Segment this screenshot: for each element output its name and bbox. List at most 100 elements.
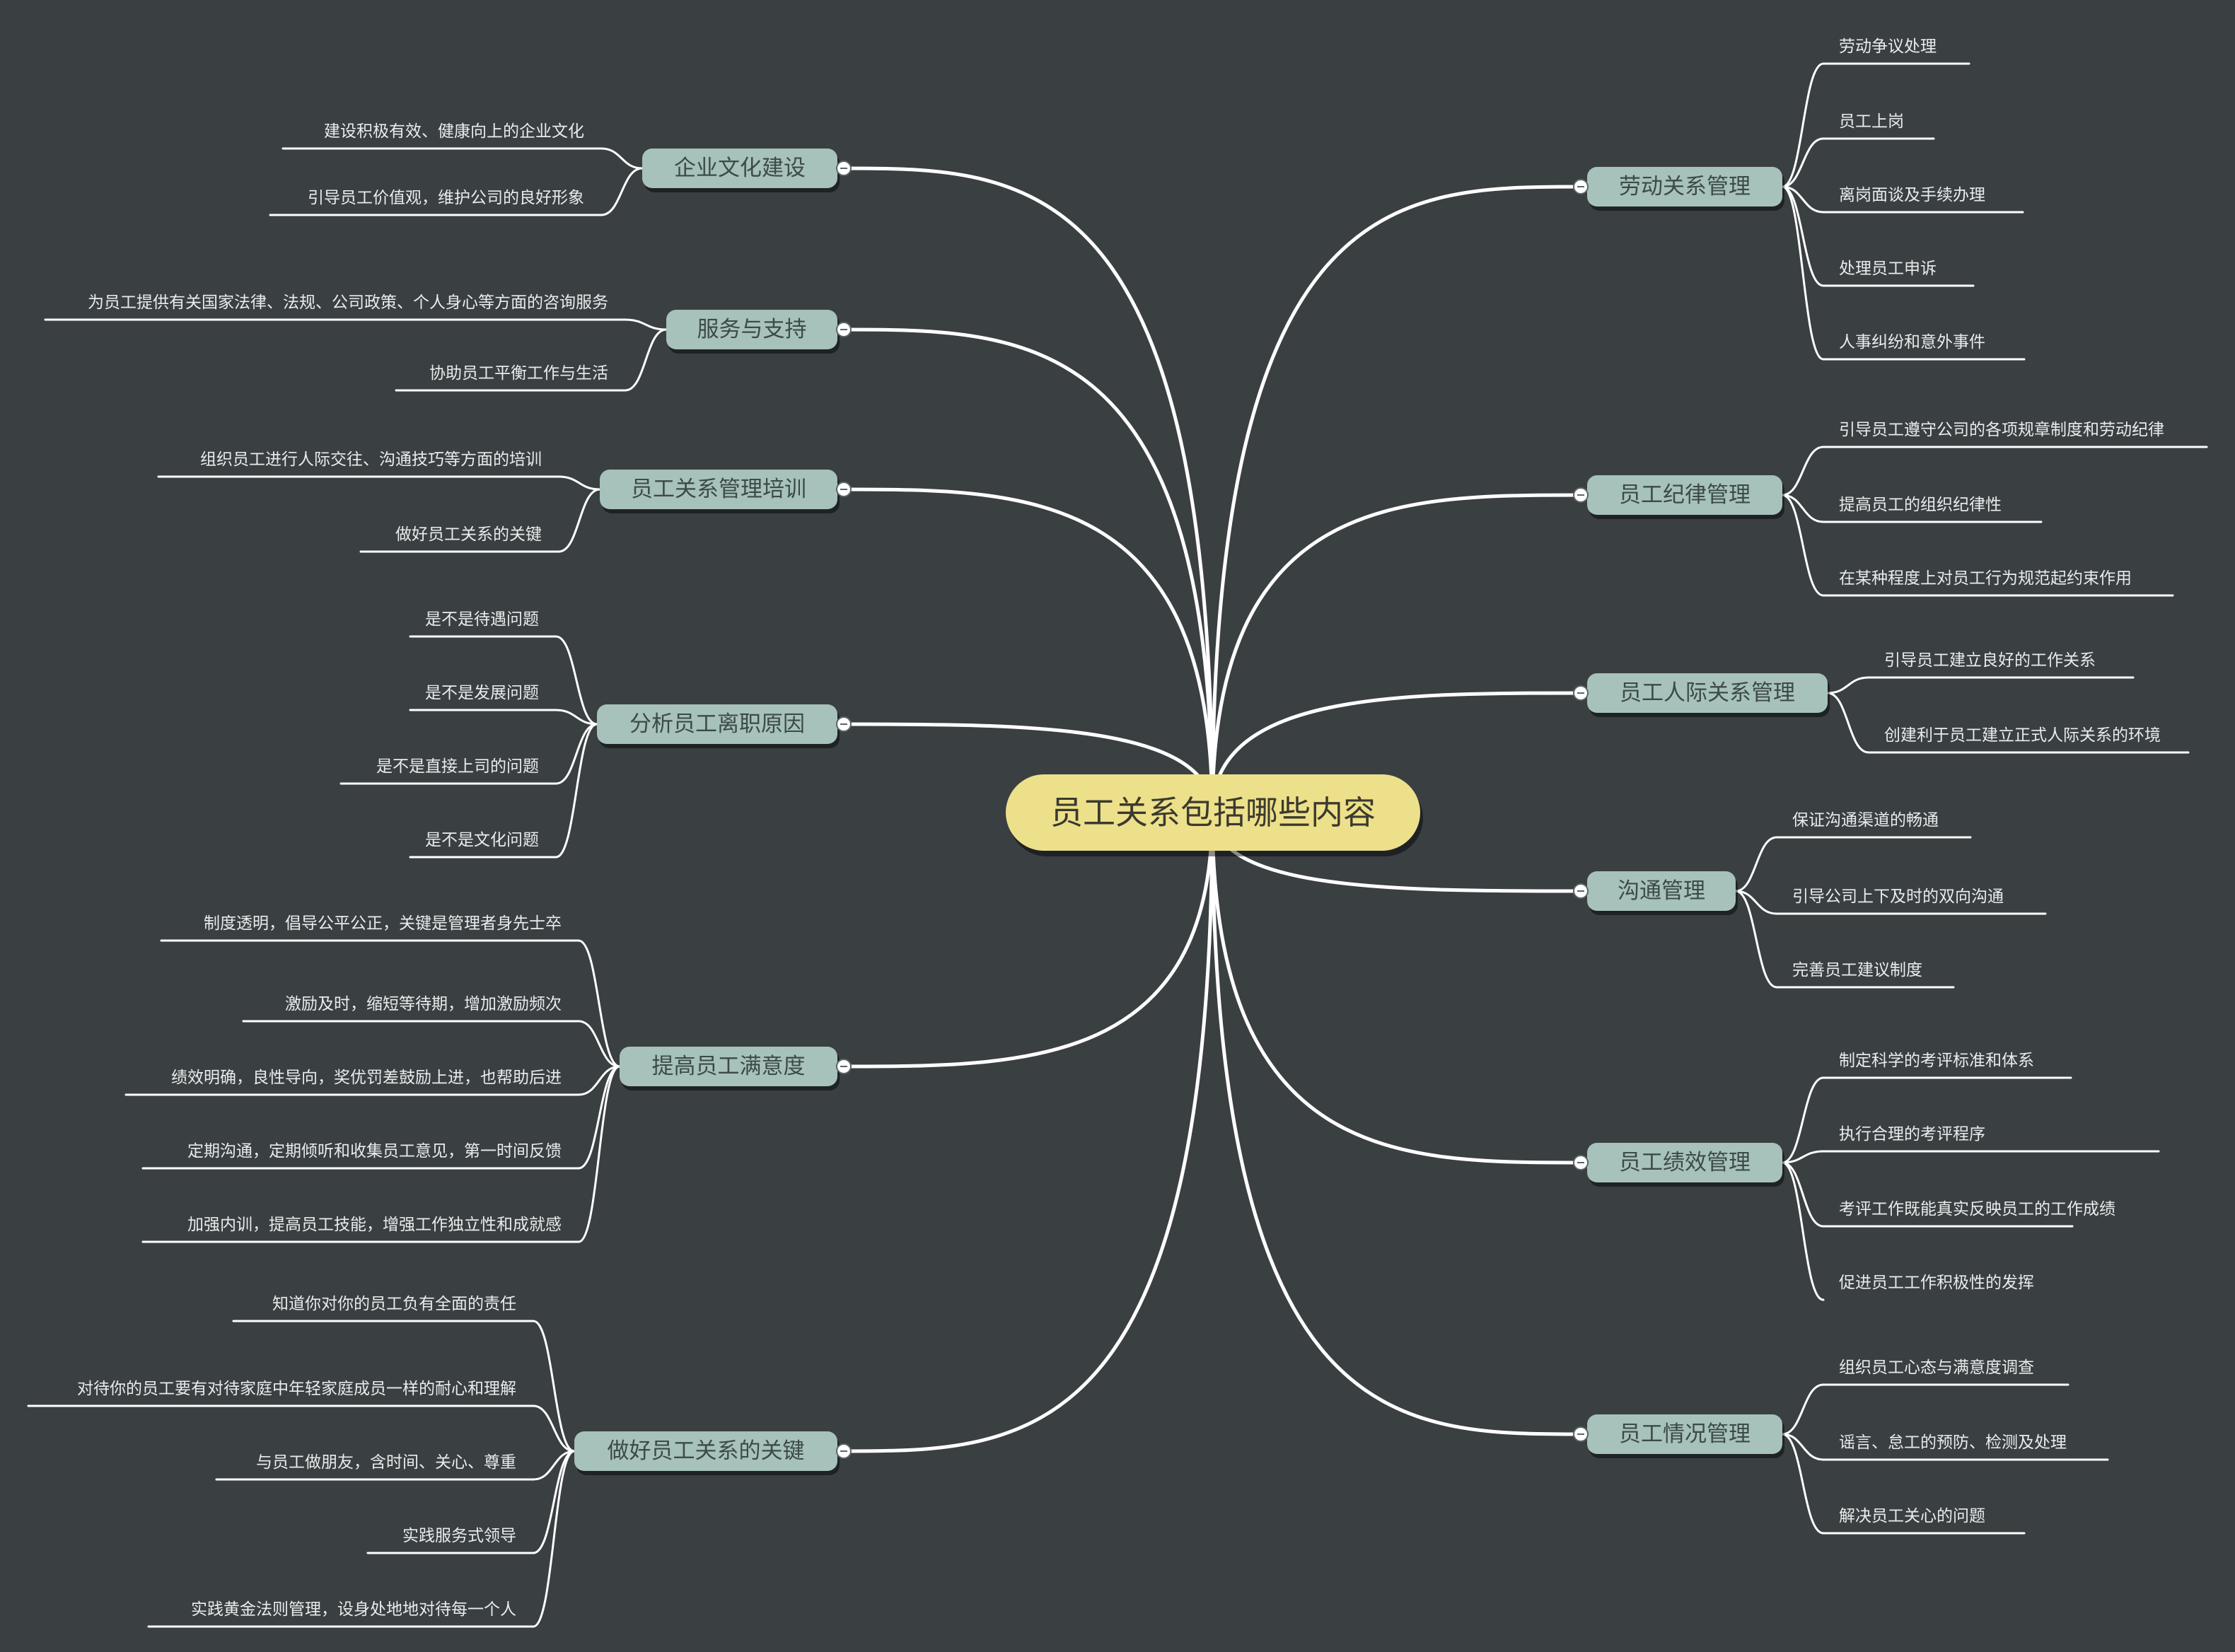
connector-line [1734, 890, 1778, 915]
connector-line [1734, 836, 1778, 892]
minus-circle-icon[interactable] [1573, 487, 1589, 503]
branch-topic[interactable]: 员工人际关系管理 [1587, 673, 1828, 713]
leaf-topic[interactable]: 加强内训，提高员工技能，增强工作独立性和成就感 [187, 1216, 562, 1234]
connector-line [532, 1450, 576, 1481]
connector-line [841, 487, 1214, 815]
leaf-topic[interactable]: 执行合理的考评程序 [1839, 1125, 1985, 1144]
leaf-topic[interactable]: 在某种程度上对员工行为规范起约束作用 [1839, 569, 2132, 588]
leaf-topic[interactable]: 与员工做朋友，含时间、关心、尊重 [256, 1453, 516, 1472]
connector-line [557, 475, 601, 491]
root-topic[interactable]: 员工关系包括哪些内容 [1006, 774, 1420, 851]
connector-line [1781, 62, 1825, 188]
connector-line [1210, 493, 1584, 815]
leaf-topic[interactable]: 组织员工进行人际交往、沟通技巧等方面的培训 [200, 450, 542, 469]
leaf-topic[interactable]: 劳动争议处理 [1839, 37, 1937, 56]
minus-circle-icon[interactable] [836, 322, 852, 337]
minus-circle-icon[interactable] [836, 161, 852, 176]
branch-topic[interactable]: 做好员工关系的关键 [574, 1431, 837, 1471]
minus-circle-icon[interactable] [1573, 883, 1589, 899]
branch-topic[interactable]: 员工绩效管理 [1587, 1143, 1782, 1182]
leaf-topic[interactable]: 员工上岗 [1839, 112, 1904, 131]
branch-topic[interactable]: 沟通管理 [1587, 871, 1736, 911]
connector-line [1781, 1150, 1825, 1164]
connector-line [555, 709, 598, 726]
connector-line [1781, 1383, 1825, 1436]
leaf-topic[interactable]: 促进员工工作积极性的发挥 [1839, 1274, 2034, 1292]
connector-line [532, 1450, 576, 1554]
connector-line [1826, 676, 1870, 694]
branch-topic[interactable]: 服务与支持 [666, 310, 837, 349]
connector-line [532, 1404, 576, 1453]
connector-line [555, 723, 598, 859]
leaf-topic[interactable]: 实践服务式领导 [402, 1527, 516, 1545]
leaf-topic[interactable]: 解决员工关心的问题 [1839, 1507, 1985, 1525]
leaf-topic[interactable]: 完善员工建议制度 [1792, 961, 1922, 979]
leaf-topic[interactable]: 引导员工价值观，维护公司的良好形象 [308, 189, 584, 207]
leaf-topic[interactable]: 制度透明，倡导公平公正，关键是管理者身先士卒 [204, 914, 562, 933]
leaf-topic[interactable]: 考评工作既能真实反映员工的工作成绩 [1839, 1200, 2115, 1218]
minus-circle-icon[interactable] [836, 1443, 852, 1459]
leaf-topic[interactable]: 是不是待遇问题 [425, 610, 539, 629]
connector-line [1781, 1161, 1825, 1301]
leaf-topic[interactable]: 引导员工遵守公司的各项规章制度和劳动纪律 [1839, 421, 2164, 439]
branch-topic[interactable]: 员工情况管理 [1587, 1414, 1782, 1454]
connector-line [1781, 1161, 1825, 1228]
leaf-topic[interactable]: 人事纠纷和意外事件 [1839, 333, 1985, 351]
connector-line [1826, 692, 1870, 754]
minus-circle-icon[interactable] [836, 716, 852, 732]
connector-line [1210, 691, 1584, 815]
branch-topic[interactable]: 企业文化建设 [642, 149, 837, 188]
connector-line [841, 327, 1214, 815]
connector-line [600, 167, 644, 216]
minus-circle-icon[interactable] [1573, 1426, 1589, 1442]
connector-line [555, 723, 598, 785]
leaf-topic[interactable]: 制定科学的考评标准和体系 [1839, 1052, 2034, 1070]
connector-line [577, 1065, 621, 1170]
branch-topic[interactable]: 员工关系管理培训 [600, 470, 837, 509]
leaf-topic[interactable]: 是不是直接上司的问题 [376, 757, 539, 776]
leaf-topic[interactable]: 谣言、怠工的预防、检测及处理 [1839, 1433, 2067, 1452]
minus-circle-icon[interactable] [1573, 1155, 1589, 1170]
connector-line [1781, 494, 1825, 597]
branch-topic[interactable]: 提高员工满意度 [620, 1047, 837, 1086]
connector-line [1781, 137, 1825, 188]
leaf-topic[interactable]: 创建利于员工建立正式人际关系的环境 [1884, 726, 2161, 745]
leaf-topic[interactable]: 引导员工建立良好的工作关系 [1884, 651, 2096, 670]
leaf-topic[interactable]: 组织员工心态与满意度调查 [1839, 1359, 2034, 1377]
connector-line [1781, 494, 1825, 523]
minus-circle-icon[interactable] [1573, 179, 1589, 194]
connector-line [1781, 1433, 1825, 1461]
connector-line [1781, 1433, 1825, 1535]
leaf-topic[interactable]: 建设积极有效、健康向上的企业文化 [324, 122, 584, 141]
minus-circle-icon[interactable] [836, 482, 852, 497]
leaf-topic[interactable]: 为员工提供有关国家法律、法规、公司政策、个人身心等方面的咨询服务 [88, 293, 608, 312]
leaf-topic[interactable]: 处理员工申诉 [1839, 260, 1937, 278]
connector-line [841, 810, 1214, 1453]
leaf-topic[interactable]: 做好员工关系的关键 [395, 525, 542, 544]
leaf-topic[interactable]: 绩效明确，良性导向，奖优罚差鼓励上进，也帮助后进 [171, 1069, 562, 1087]
leaf-topic[interactable]: 是不是发展问题 [425, 684, 539, 702]
leaf-topic[interactable]: 离岗面谈及手续办理 [1839, 186, 1985, 204]
connector-line [1210, 810, 1584, 1436]
connector-line [577, 939, 621, 1068]
leaf-topic[interactable]: 是不是文化问题 [425, 831, 539, 849]
leaf-topic[interactable]: 激励及时，缩短等待期，增加激励频次 [285, 995, 562, 1013]
leaf-topic[interactable]: 协助员工平衡工作与生活 [429, 364, 608, 383]
minus-circle-icon[interactable] [1573, 685, 1589, 701]
connector-line [577, 1065, 621, 1243]
leaf-topic[interactable]: 引导公司上下及时的双向沟通 [1792, 888, 2004, 906]
leaf-topic[interactable]: 定期沟通，定期倾听和收集员工意见，第一时间反馈 [187, 1142, 562, 1161]
leaf-topic[interactable]: 保证沟通渠道的畅通 [1792, 811, 1939, 830]
leaf-topic[interactable]: 知道你对你的员工负有全面的责任 [272, 1295, 516, 1313]
branch-topic[interactable]: 分析员工离职原因 [597, 704, 837, 744]
leaf-topic[interactable]: 提高员工的组织纪律性 [1839, 496, 2002, 514]
branch-topic[interactable]: 员工纪律管理 [1587, 475, 1782, 515]
branch-topic[interactable]: 劳动关系管理 [1587, 167, 1782, 206]
connector-line [555, 635, 598, 726]
leaf-topic[interactable]: 对待你的员工要有对待家庭中年轻家庭成员一样的耐心和理解 [77, 1380, 516, 1398]
leaf-topic[interactable]: 实践黄金法则管理，设身处地地对待每一个人 [191, 1600, 516, 1619]
minus-circle-icon[interactable] [836, 1059, 852, 1074]
connector-line [1210, 185, 1584, 815]
connector-line [1781, 1076, 1825, 1164]
